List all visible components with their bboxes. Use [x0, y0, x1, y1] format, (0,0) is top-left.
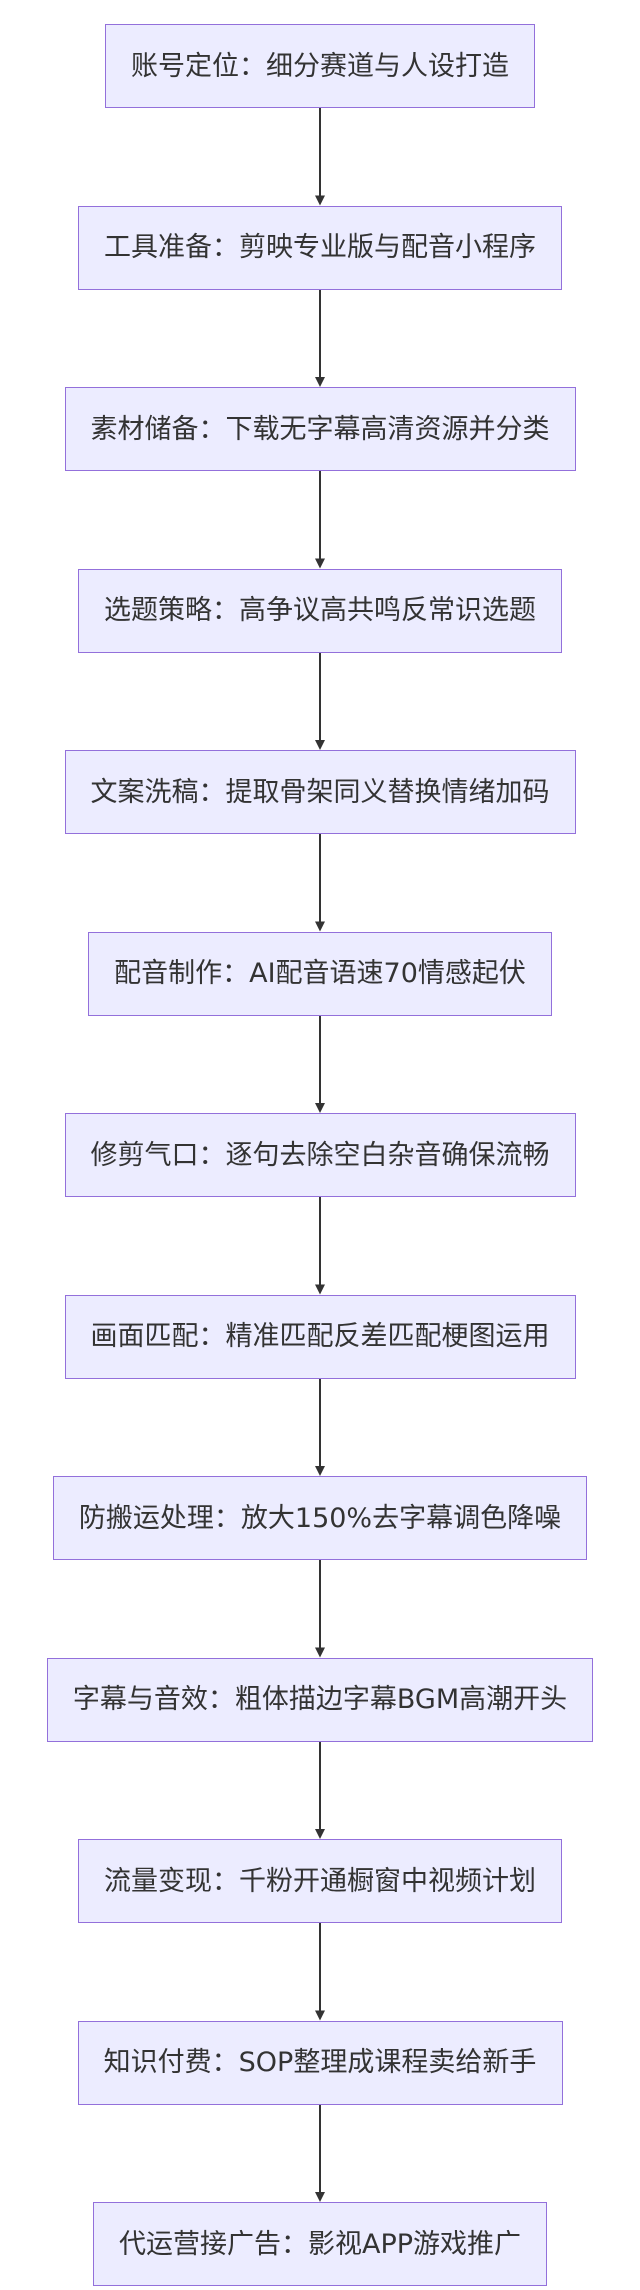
flow-node-visual-matching: 画面匹配：精准匹配反差匹配梗图运用 — [64, 1294, 576, 1379]
flow-node-account-positioning: 账号定位：细分赛道与人设打造 — [105, 24, 535, 108]
flow-node-traffic-monetization: 流量变现：千粉开通橱窗中视频计划 — [78, 1839, 562, 1923]
flow-node-subtitle-sfx: 字幕与音效：粗体描边字幕BGM高潮开头 — [47, 1657, 593, 1742]
flow-node-tool-preparation: 工具准备：剪映专业版与配音小程序 — [78, 205, 562, 290]
flow-node-copy-rewrite: 文案洗稿：提取骨架同义替换情绪加码 — [64, 750, 576, 834]
flow-node-anti-repost: 防搬运处理：放大150%去字幕调色降噪 — [53, 1476, 587, 1560]
flow-node-voiceover: 配音制作：AI配音语速70情感起伏 — [88, 931, 552, 1016]
flow-node-agency-ads: 代运营接广告：影视APP游戏推广 — [93, 2202, 547, 2286]
flow-node-material-reserve: 素材储备：下载无字幕高清资源并分类 — [64, 387, 576, 471]
flow-node-topic-strategy: 选题策略：高争议高共鸣反常识选题 — [78, 568, 562, 653]
flow-node-trim-breath: 修剪气口：逐句去除空白杂音确保流畅 — [64, 1113, 576, 1197]
flow-node-knowledge-paid: 知识付费：SOP整理成课程卖给新手 — [77, 2020, 563, 2105]
